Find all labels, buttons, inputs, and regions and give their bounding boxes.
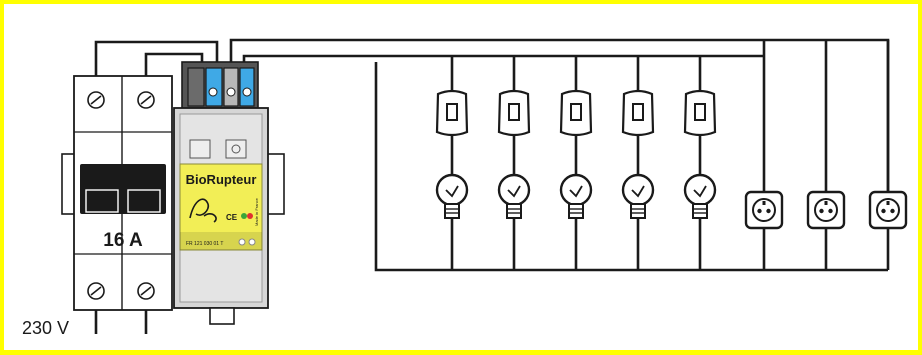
wire-phase-bus xyxy=(229,38,890,194)
lamp-circuit xyxy=(621,56,655,270)
status-led-green xyxy=(241,213,247,219)
light-bulb-icon xyxy=(621,173,655,219)
light-bulb-icon xyxy=(559,173,593,219)
wire-switched-bus xyxy=(242,54,764,66)
light-bulb-icon xyxy=(435,173,469,219)
socket-circuit xyxy=(806,40,846,270)
breaker-lever-right xyxy=(127,189,161,213)
device-logo-icon xyxy=(189,198,217,223)
circuit-breaker: 16 A 230 V xyxy=(22,75,285,338)
ref-text: FR 121 030 01 T xyxy=(186,241,223,247)
power-socket-icon xyxy=(868,190,908,230)
supply-voltage: 230 V xyxy=(22,318,69,338)
socket-circuit xyxy=(744,40,784,270)
label-strip xyxy=(180,232,262,250)
screw-icon xyxy=(87,282,105,300)
setting-icon xyxy=(225,139,247,159)
setting-icon xyxy=(189,139,211,159)
wire-breaker-left-to-device xyxy=(94,40,219,76)
switch-icon xyxy=(683,89,717,137)
screw-icon xyxy=(87,91,105,109)
terminal-2 xyxy=(205,67,223,107)
device-brand: BioRupteur xyxy=(186,172,257,187)
light-bulb-icon xyxy=(497,173,531,219)
switch-icon xyxy=(559,89,593,137)
light-bulb-icon xyxy=(683,173,717,219)
biorupteur-device: BioRupteur CE Made in France FR 121 030 … xyxy=(173,61,269,325)
terminal-3 xyxy=(223,67,239,107)
device-foot xyxy=(209,307,235,325)
lamp-circuit xyxy=(497,56,531,270)
screw-icon xyxy=(137,91,155,109)
wire-breaker-right-to-device xyxy=(144,52,204,76)
wiring-diagram: 16 A 230 V Bio xyxy=(4,4,918,350)
wiring-diagram-svg: 16 A 230 V Bio xyxy=(22,38,908,338)
wire-return-bus xyxy=(374,62,888,272)
status-led-red xyxy=(247,213,253,219)
switch-icon xyxy=(621,89,655,137)
lamp-group xyxy=(435,56,717,270)
breaker-lever-left xyxy=(85,189,119,213)
socket-group xyxy=(744,40,908,270)
switch-icon xyxy=(435,89,469,137)
power-socket-icon xyxy=(806,190,846,230)
lamp-circuit xyxy=(435,56,469,270)
lamp-circuit xyxy=(559,56,593,270)
side-text: Made in France xyxy=(254,197,259,226)
socket-circuit xyxy=(868,40,908,270)
breaker-rating: 16 A xyxy=(103,230,143,251)
lamp-circuit xyxy=(683,56,717,270)
power-socket-icon xyxy=(744,190,784,230)
screw-icon xyxy=(137,282,155,300)
terminal-1 xyxy=(187,67,205,107)
switch-icon xyxy=(497,89,531,137)
ce-mark: CE xyxy=(226,213,238,222)
terminal-4 xyxy=(239,67,255,107)
